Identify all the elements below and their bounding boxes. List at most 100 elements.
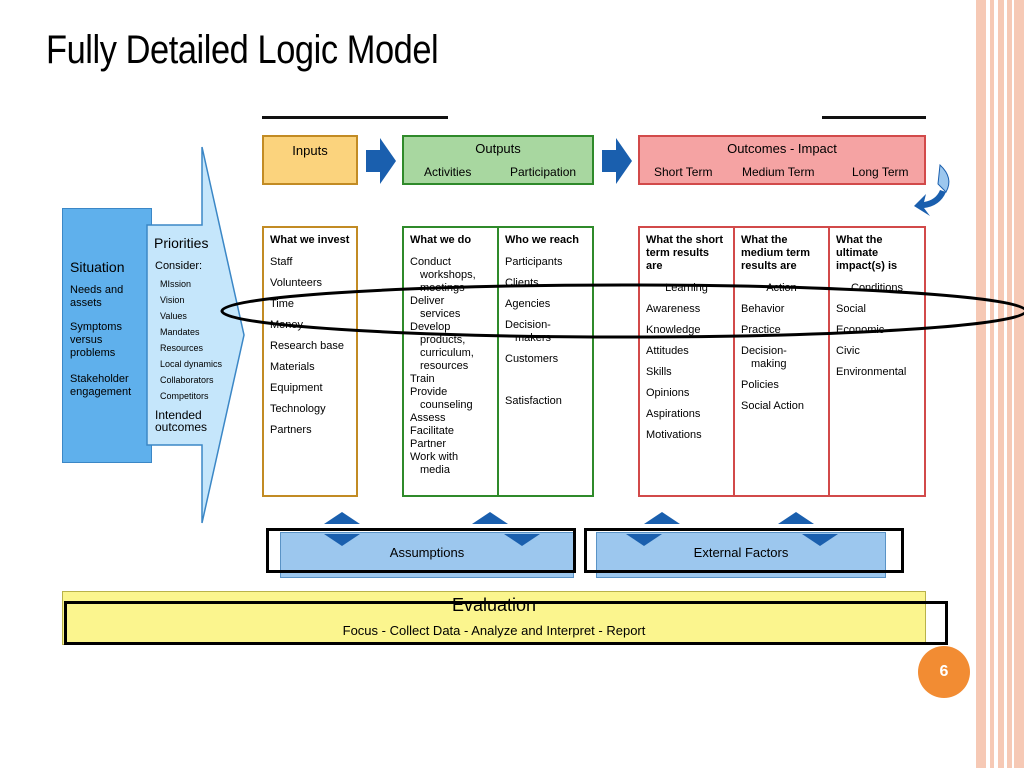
priority-item: MIssion bbox=[160, 279, 192, 289]
evaluation-highlight-box bbox=[64, 601, 948, 645]
input-item: Partners bbox=[270, 424, 312, 436]
inputs-header: Inputs bbox=[262, 135, 358, 185]
input-item: Staff bbox=[270, 256, 293, 268]
participation-item: Satisfaction bbox=[505, 395, 562, 407]
decor-stripe bbox=[1012, 0, 1014, 768]
medium-term-item: Social Action bbox=[741, 400, 804, 412]
double-arrow-icon bbox=[324, 512, 360, 546]
priority-item: Local dynamics bbox=[160, 359, 223, 369]
decor-stripe bbox=[1004, 0, 1007, 768]
long-term-column-heading: What the ultimate impact(s) is bbox=[836, 234, 898, 272]
activity-item: counseling bbox=[420, 399, 473, 411]
short-term-item: Opinions bbox=[646, 387, 690, 399]
activity-item: media bbox=[420, 464, 450, 476]
priority-item: Values bbox=[160, 311, 187, 321]
short-term-item: Attitudes bbox=[646, 345, 689, 357]
activity-item: Conduct bbox=[410, 256, 451, 268]
input-item: Technology bbox=[270, 403, 326, 415]
priority-item: Vision bbox=[160, 295, 185, 305]
participation-item: Agencies bbox=[505, 298, 551, 310]
outputs-header: Outputs Activities Participation bbox=[402, 135, 594, 185]
short-term-item: Motivations bbox=[646, 429, 702, 441]
input-item: Equipment bbox=[270, 382, 323, 394]
activity-item: Assess bbox=[410, 412, 446, 424]
short-term-item: Knowledge bbox=[646, 324, 701, 336]
short-term-label: Short Term bbox=[654, 165, 713, 179]
short-term-column-heading: What the short term results are bbox=[646, 234, 723, 272]
short-term-item: Skills bbox=[646, 366, 672, 378]
assumptions-highlight-box bbox=[266, 528, 576, 573]
situation-item: Needs and assets bbox=[70, 284, 124, 309]
activities-label: Activities bbox=[424, 165, 472, 179]
activity-item: Facilitate bbox=[410, 425, 455, 437]
short-term-column: What the short term results are Learning… bbox=[638, 226, 735, 497]
inputs-header-label: Inputs bbox=[292, 143, 328, 158]
external-factors-label: External Factors bbox=[693, 545, 789, 560]
situation-title: Situation bbox=[70, 259, 125, 275]
long-term-label: Long Term bbox=[852, 165, 909, 179]
long-term-item: Civic bbox=[836, 345, 860, 357]
activity-item: Partner bbox=[410, 438, 447, 450]
input-item: Materials bbox=[270, 361, 315, 373]
activity-item: curriculum, bbox=[420, 347, 474, 359]
priorities-title: Priorities bbox=[154, 235, 209, 251]
flow-arrow-1 bbox=[366, 138, 396, 184]
medium-term-item: making bbox=[751, 358, 787, 370]
slide-title: Fully Detailed Logic Model bbox=[46, 28, 439, 72]
short-term-item: Awareness bbox=[646, 303, 701, 315]
page-number-badge: 6 bbox=[918, 646, 970, 698]
input-item: Research base bbox=[270, 340, 344, 352]
top-rule-right bbox=[822, 116, 926, 119]
priority-item: Competitors bbox=[160, 391, 209, 401]
input-item: Volunteers bbox=[270, 277, 322, 289]
medium-term-item: Policies bbox=[741, 379, 779, 391]
participation-item: Decision- bbox=[505, 319, 551, 331]
priorities-intended: Intended outcomes bbox=[155, 408, 208, 434]
priority-item: Mandates bbox=[160, 327, 200, 337]
priorities-consider: Consider: bbox=[155, 260, 203, 272]
priorities-list: MIssion Vision Values Mandates Resources… bbox=[160, 276, 222, 404]
assumptions-label: Assumptions bbox=[389, 545, 465, 560]
participation-label: Participation bbox=[510, 165, 577, 179]
long-term-column: What the ultimate impact(s) is Condition… bbox=[828, 226, 926, 497]
priority-item: Resources bbox=[160, 343, 204, 353]
participation-column: Who we reach Participants Clients Agenci… bbox=[497, 226, 594, 497]
evaluation-title: Evaluation bbox=[451, 595, 537, 615]
situation-item: Stakeholder engagement bbox=[70, 373, 132, 398]
situation-box bbox=[62, 208, 152, 463]
outputs-header-label: Outputs bbox=[475, 141, 521, 156]
activity-item: Develop bbox=[410, 321, 451, 333]
short-term-item: Aspirations bbox=[646, 408, 701, 420]
medium-term-item: Decision- bbox=[741, 345, 787, 357]
activities-column-heading: What we do bbox=[410, 234, 472, 246]
situation-item: Symptoms versus problems bbox=[70, 321, 122, 359]
long-term-item: Environmental bbox=[836, 366, 907, 378]
activity-item: services bbox=[420, 308, 461, 320]
medium-term-label: Medium Term bbox=[742, 165, 815, 179]
double-arrow-icon bbox=[472, 512, 540, 546]
decor-stripe bbox=[998, 0, 1024, 768]
activity-item: Deliver bbox=[410, 295, 445, 307]
medium-term-item: Behavior bbox=[741, 303, 785, 315]
medium-term-column: What the medium term results are Action … bbox=[733, 226, 830, 497]
double-arrow-icon bbox=[778, 512, 838, 546]
decor-stripe bbox=[990, 0, 994, 768]
page-number: 6 bbox=[939, 663, 949, 680]
decor-stripe bbox=[976, 0, 986, 768]
activity-item: Train bbox=[410, 373, 435, 385]
participation-column-heading: Who we reach bbox=[505, 234, 579, 246]
activities-column: What we do Conduct workshops, meetings D… bbox=[402, 226, 499, 497]
activity-item: Provide bbox=[410, 386, 448, 398]
outcomes-header: Outcomes - Impact Short Term Medium Term… bbox=[638, 135, 926, 185]
participation-item: Participants bbox=[505, 256, 563, 268]
activity-item: Work with bbox=[410, 451, 459, 463]
feedback-arrow-icon bbox=[914, 163, 950, 216]
outcomes-header-label: Outcomes - Impact bbox=[727, 141, 837, 156]
participation-item: Customers bbox=[505, 353, 559, 365]
top-rule-left bbox=[262, 116, 448, 119]
inputs-column-heading: What we invest bbox=[270, 234, 350, 246]
highlight-ellipse bbox=[220, 283, 1024, 339]
flow-arrow-2 bbox=[602, 138, 632, 184]
activity-item: resources bbox=[420, 360, 469, 372]
medium-term-column-heading: What the medium term results are bbox=[741, 234, 811, 272]
